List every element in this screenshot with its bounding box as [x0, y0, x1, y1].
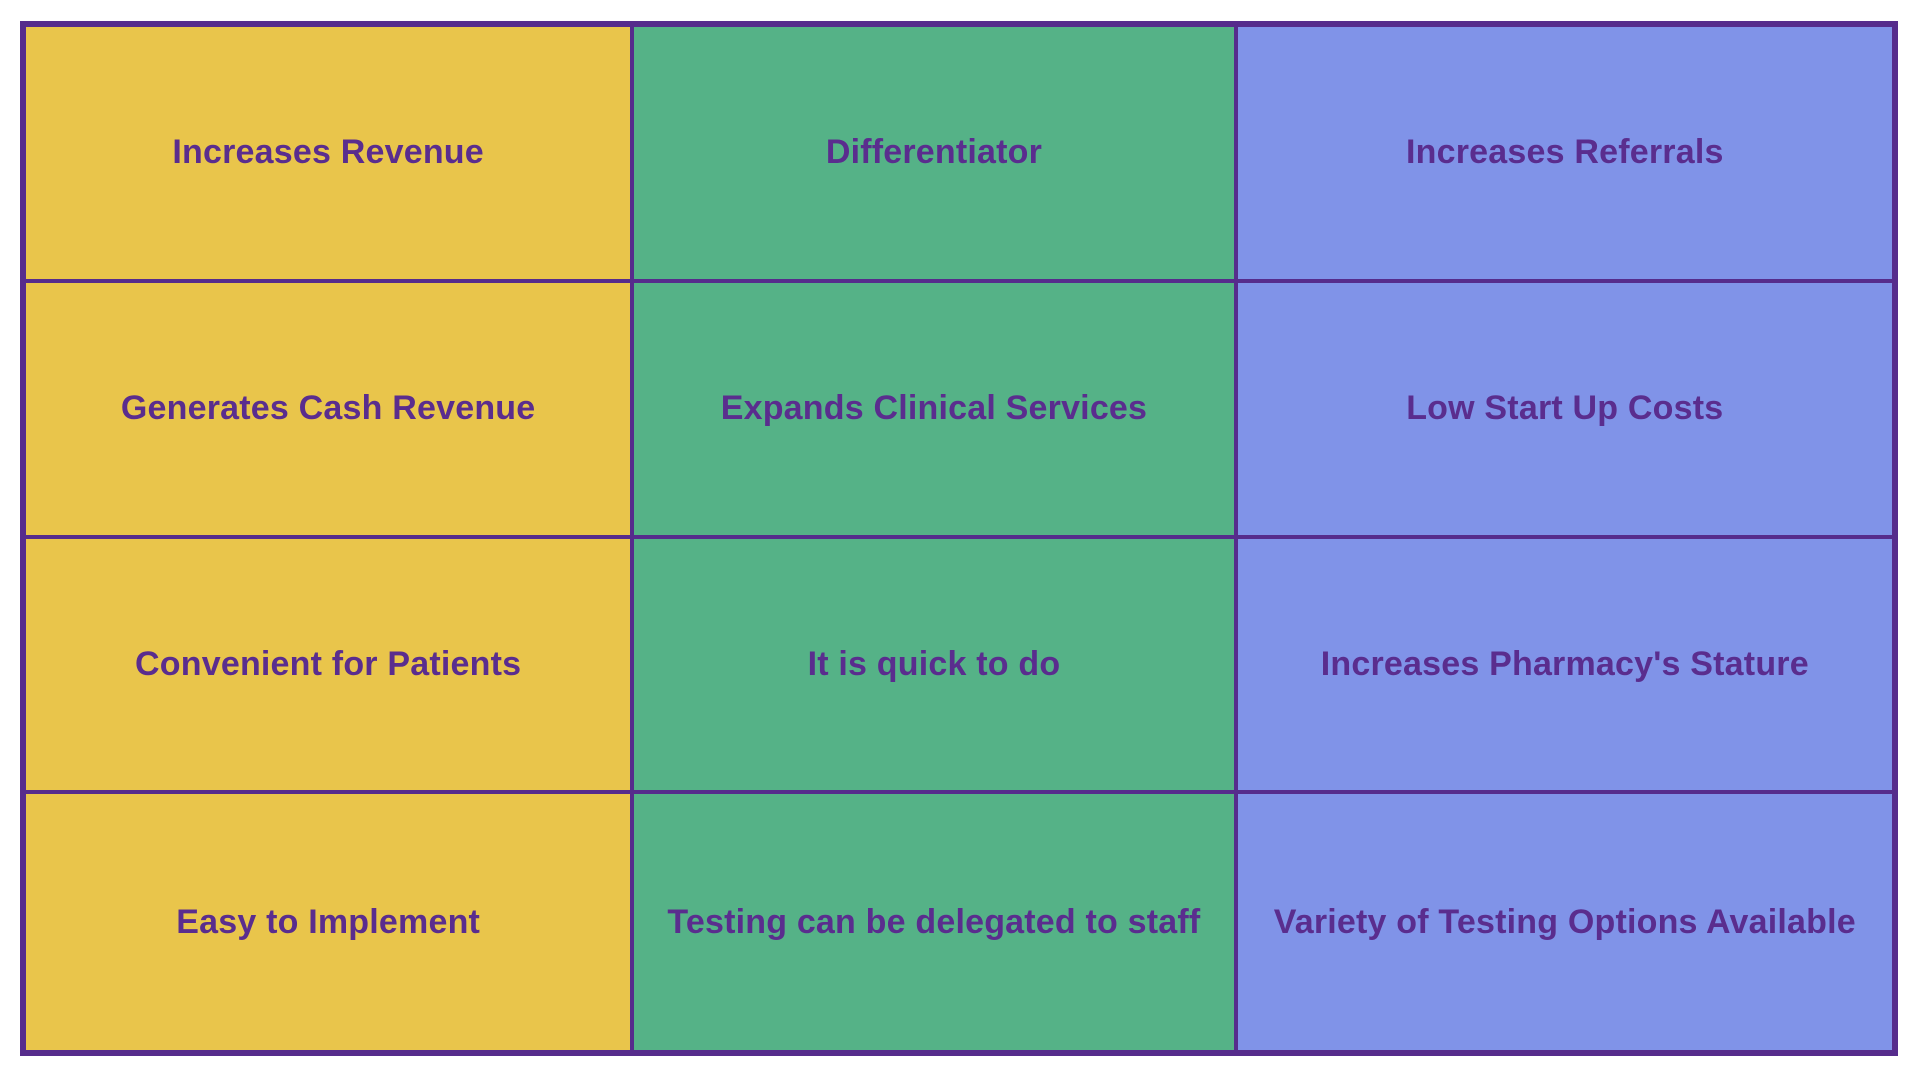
table-cell: Increases Referrals	[1237, 27, 1892, 283]
table-cell: Expands Clinical Services	[634, 282, 1238, 539]
table-cell: Increases Pharmacy's Stature	[1237, 538, 1892, 795]
table-cell: Generates Cash Revenue	[26, 282, 635, 539]
table-cell: Variety of Testing Options Available	[1237, 794, 1892, 1050]
table-cell: Testing can be delegated to staff	[634, 794, 1238, 1050]
table-cell: Easy to Implement	[26, 794, 635, 1050]
benefits-table: Increases Revenue Differentiator Increas…	[20, 21, 1898, 1056]
table-cell: Low Start Up Costs	[1237, 282, 1892, 539]
table-cell: Increases Revenue	[26, 27, 635, 283]
table-cell: Differentiator	[634, 27, 1238, 283]
table-cell: Convenient for Patients	[26, 538, 635, 795]
table-cell: It is quick to do	[634, 538, 1238, 795]
